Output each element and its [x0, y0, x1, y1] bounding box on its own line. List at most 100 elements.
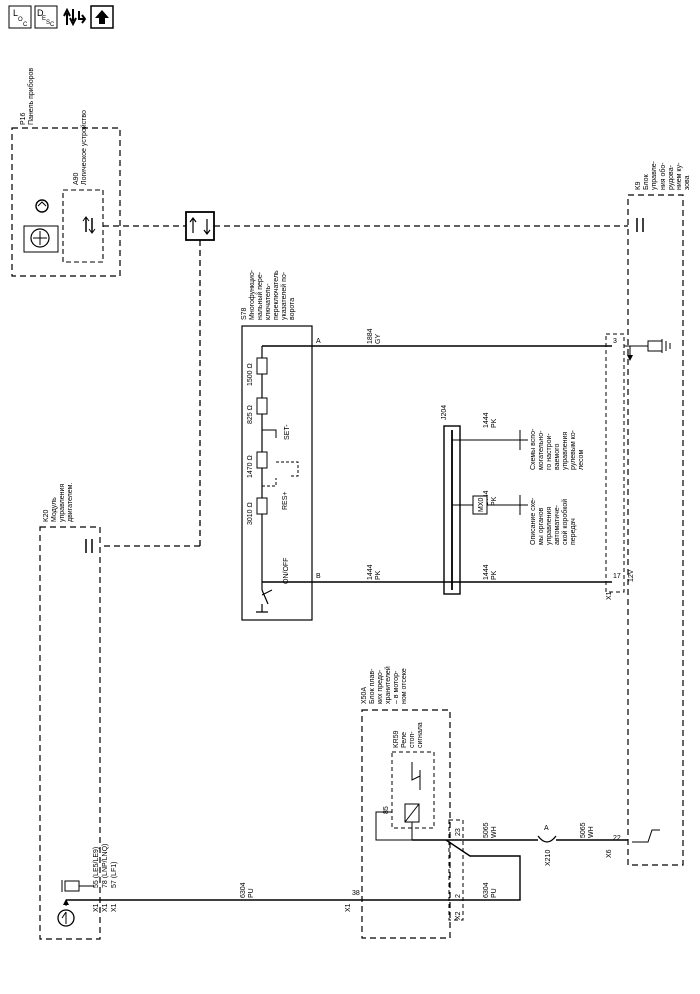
svg-text:78 (LNP/LNQ): 78 (LNP/LNQ): [102, 844, 109, 888]
svg-text:GY: GY: [375, 334, 382, 344]
res-label: RES+: [282, 492, 289, 510]
svg-text:55 (LE5/LE9): 55 (LE5/LE9): [93, 847, 100, 888]
s78-pin-a: A: [316, 338, 321, 345]
svg-text:Логическое устройство: Логическое устройство: [80, 110, 88, 185]
svg-text:ния обо-: ния обо-: [659, 162, 667, 190]
x210-connector-icon: [537, 835, 557, 843]
svg-text:X1: X1: [606, 591, 613, 600]
svg-text:5065: 5065: [483, 822, 490, 838]
svg-text:3: 3: [613, 338, 617, 345]
svg-text:2: 2: [455, 894, 462, 898]
p16-box: [11, 127, 121, 277]
svg-text:автоматиче-: автоматиче-: [554, 504, 561, 545]
svg-text:PK: PK: [491, 570, 498, 580]
svg-text:17: 17: [613, 573, 621, 580]
j204-label: J204: [441, 405, 448, 420]
svg-text:1444: 1444: [483, 412, 490, 428]
svg-text:PU: PU: [248, 888, 255, 898]
svg-text:X6: X6: [606, 849, 613, 858]
svg-text:переключатель: переключатель: [273, 270, 280, 320]
svg-text:1884: 1884: [367, 328, 374, 344]
svg-text:ном отсеке: ном отсеке: [401, 668, 408, 704]
svg-text:ких предо-: ких предо-: [377, 669, 384, 704]
svg-text:1444: 1444: [483, 564, 490, 580]
svg-text:L: L: [13, 8, 18, 18]
svg-text:38: 38: [352, 890, 360, 897]
j204-splice: [443, 425, 461, 595]
svg-text:ской коробкой: ской коробкой: [561, 499, 569, 545]
svg-text:Схемы вспо-: Схемы вспо-: [530, 428, 537, 470]
x50a-label: X50A Блок плав- ких предо- хранителей – …: [361, 666, 408, 704]
kr59-relay-box: [391, 751, 435, 829]
svg-text:X1: X1: [345, 903, 352, 912]
resistor-1470: [256, 451, 268, 469]
r1500-label: 1500 Ω: [247, 363, 254, 386]
x50a-box: [361, 709, 451, 939]
cruise-control-icon: [35, 199, 49, 213]
svg-text:Блок плав-: Блок плав-: [369, 668, 376, 704]
svg-text:Блок: Блок: [643, 173, 650, 190]
svg-text:K9: K9: [635, 181, 642, 190]
svg-text:хранителей: хранителей: [384, 666, 392, 704]
svg-text:нальный пере-: нальный пере-: [256, 271, 264, 320]
svg-text:X1: X1: [102, 903, 109, 912]
svg-text:12V: 12V: [628, 569, 635, 582]
svg-text:PK: PK: [491, 496, 498, 506]
svg-text:стоп-: стоп-: [409, 731, 416, 748]
r825-label: 825 Ω: [247, 405, 254, 424]
kr59-label: KR59 Реле стоп- сигнала: [393, 722, 424, 748]
svg-text:K20: K20: [43, 509, 50, 522]
svg-text:KR59: KR59: [393, 730, 400, 748]
location-button[interactable]: L O C: [8, 5, 34, 29]
svg-text:5065: 5065: [580, 822, 587, 838]
serial-data-splice-icon: [185, 211, 215, 241]
r3010-label: 3010 Ω: [247, 502, 254, 525]
svg-text:лесом: лесом: [578, 450, 585, 470]
svg-text:C: C: [23, 22, 28, 28]
svg-text:управления: управления: [59, 484, 66, 522]
svg-text:управления: управления: [562, 432, 569, 470]
svg-text:S78: S78: [241, 307, 248, 320]
svg-text:WH: WH: [491, 826, 498, 838]
svg-text:X50A: X50A: [361, 687, 368, 704]
brake-switch-icon: [632, 829, 660, 843]
a90-box: [62, 189, 104, 263]
svg-text:X1: X1: [93, 903, 100, 912]
k20-box: [39, 526, 101, 940]
svg-text:D: D: [37, 8, 44, 18]
svg-text:X1: X1: [111, 903, 118, 912]
svg-text:1444: 1444: [367, 564, 374, 580]
svg-text:WH: WH: [588, 826, 595, 838]
svg-text:управления: управления: [546, 507, 553, 545]
resistor-1500: [256, 357, 268, 375]
svg-text:двигателем.: двигателем.: [67, 483, 74, 522]
svg-text:передач: передач: [570, 518, 577, 545]
swap-tool-icon[interactable]: [62, 5, 88, 29]
k20-brake-input-icon: [57, 909, 75, 927]
x210-label: X210: [545, 850, 552, 866]
a90-label: A90 Логическое устройство: [73, 110, 88, 185]
s78-pin-b: B: [316, 573, 321, 580]
r1470-label: 1470 Ω: [247, 455, 254, 478]
up-arrow-button[interactable]: [90, 5, 116, 29]
svg-text:S: S: [46, 20, 50, 26]
svg-text:– в мотор-: – в мотор-: [393, 670, 400, 704]
toolbar: L O C D E S C: [0, 0, 700, 34]
onoff-label: ON/OFF: [283, 558, 290, 584]
ground-icon: [624, 339, 671, 353]
k20-serial-icon: [85, 539, 93, 553]
k9-label: K9 Блок управле-: [635, 160, 658, 190]
svg-text:ваемого: ваемого: [554, 443, 561, 470]
svg-text:Реле: Реле: [401, 732, 408, 748]
p16-label: P16 Панель приборов: [20, 68, 35, 125]
s78-box: [241, 325, 313, 621]
description-button[interactable]: D E S C: [34, 5, 60, 29]
svg-text:Описание схе-: Описание схе-: [530, 497, 537, 545]
s78-label: S78 Многофункцио- нальный пере- ключател…: [241, 269, 296, 320]
k20-ground-icon: [61, 880, 94, 892]
serial-data-icon: [82, 216, 96, 234]
set-label: SET-: [284, 424, 291, 440]
svg-text:85: 85: [383, 806, 390, 814]
svg-text:6304: 6304: [483, 882, 490, 898]
svg-text:Многофункцио-: Многофункцио-: [249, 269, 256, 320]
